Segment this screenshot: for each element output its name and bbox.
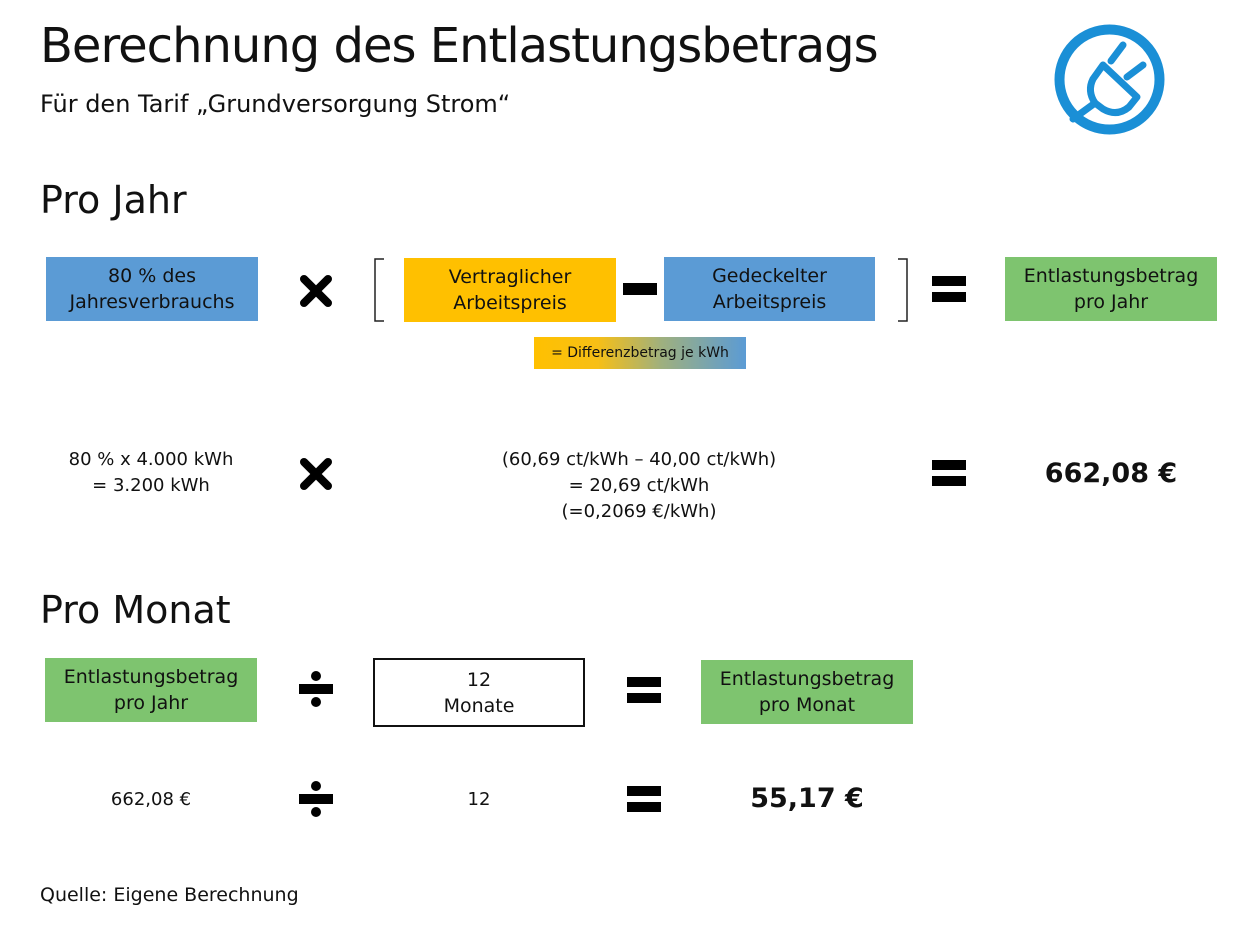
equals-icon [932,276,966,302]
bracket-right-icon [898,258,908,322]
box-vertraglicher-arbeitspreis: Vertraglicher Arbeitspreis [404,258,616,322]
equals-icon [627,677,661,703]
box-entlastungsbetrag-jahr: Entlastungsbetrag pro Jahr [1005,257,1217,321]
calc-jahresbetrag: 662,08 € [110,789,192,810]
divide-icon [299,671,333,707]
result-pro-jahr: 662,08 € [1044,458,1178,489]
divide-icon [299,781,333,817]
note-differenzbetrag: = Differenzbetrag je kWh [534,337,746,369]
box-entlastungsbetrag-jahr-monat: Entlastungsbetrag pro Jahr [45,658,257,722]
box-12-monate: 12 Monate [373,658,585,727]
box-entlastungsbetrag-monat: Entlastungsbetrag pro Monat [701,660,913,724]
equals-icon [932,460,966,486]
multiply-icon [300,275,332,307]
minus-icon [623,283,657,295]
bracket-left-icon [374,258,384,322]
calc-differenzbetrag: (60,69 ct/kWh – 40,00 ct/kWh) = 20,69 ct… [501,449,777,522]
result-pro-monat: 55,17 € [750,783,864,814]
source-note: Quelle: Eigene Berechnung [40,884,299,906]
box-jahresverbrauch: 80 % des Jahresverbrauchs [46,257,258,321]
calc-verbrauch: 80 % x 4.000 kWh = 3.200 kWh [68,449,234,496]
multiply-icon [300,458,332,490]
box-gedeckelter-arbeitspreis: Gedeckelter Arbeitspreis [664,257,875,321]
equals-icon [627,786,661,812]
page-subtitle: Für den Tarif „Grundversorgung Strom“ [40,90,511,118]
section-heading-pro-jahr: Pro Jahr [40,178,187,222]
calc-monate: 12 [467,789,491,810]
section-heading-pro-monat: Pro Monat [40,588,231,632]
page-title: Berechnung des Entlastungsbetrags [40,18,879,74]
plug-icon [1054,24,1165,135]
